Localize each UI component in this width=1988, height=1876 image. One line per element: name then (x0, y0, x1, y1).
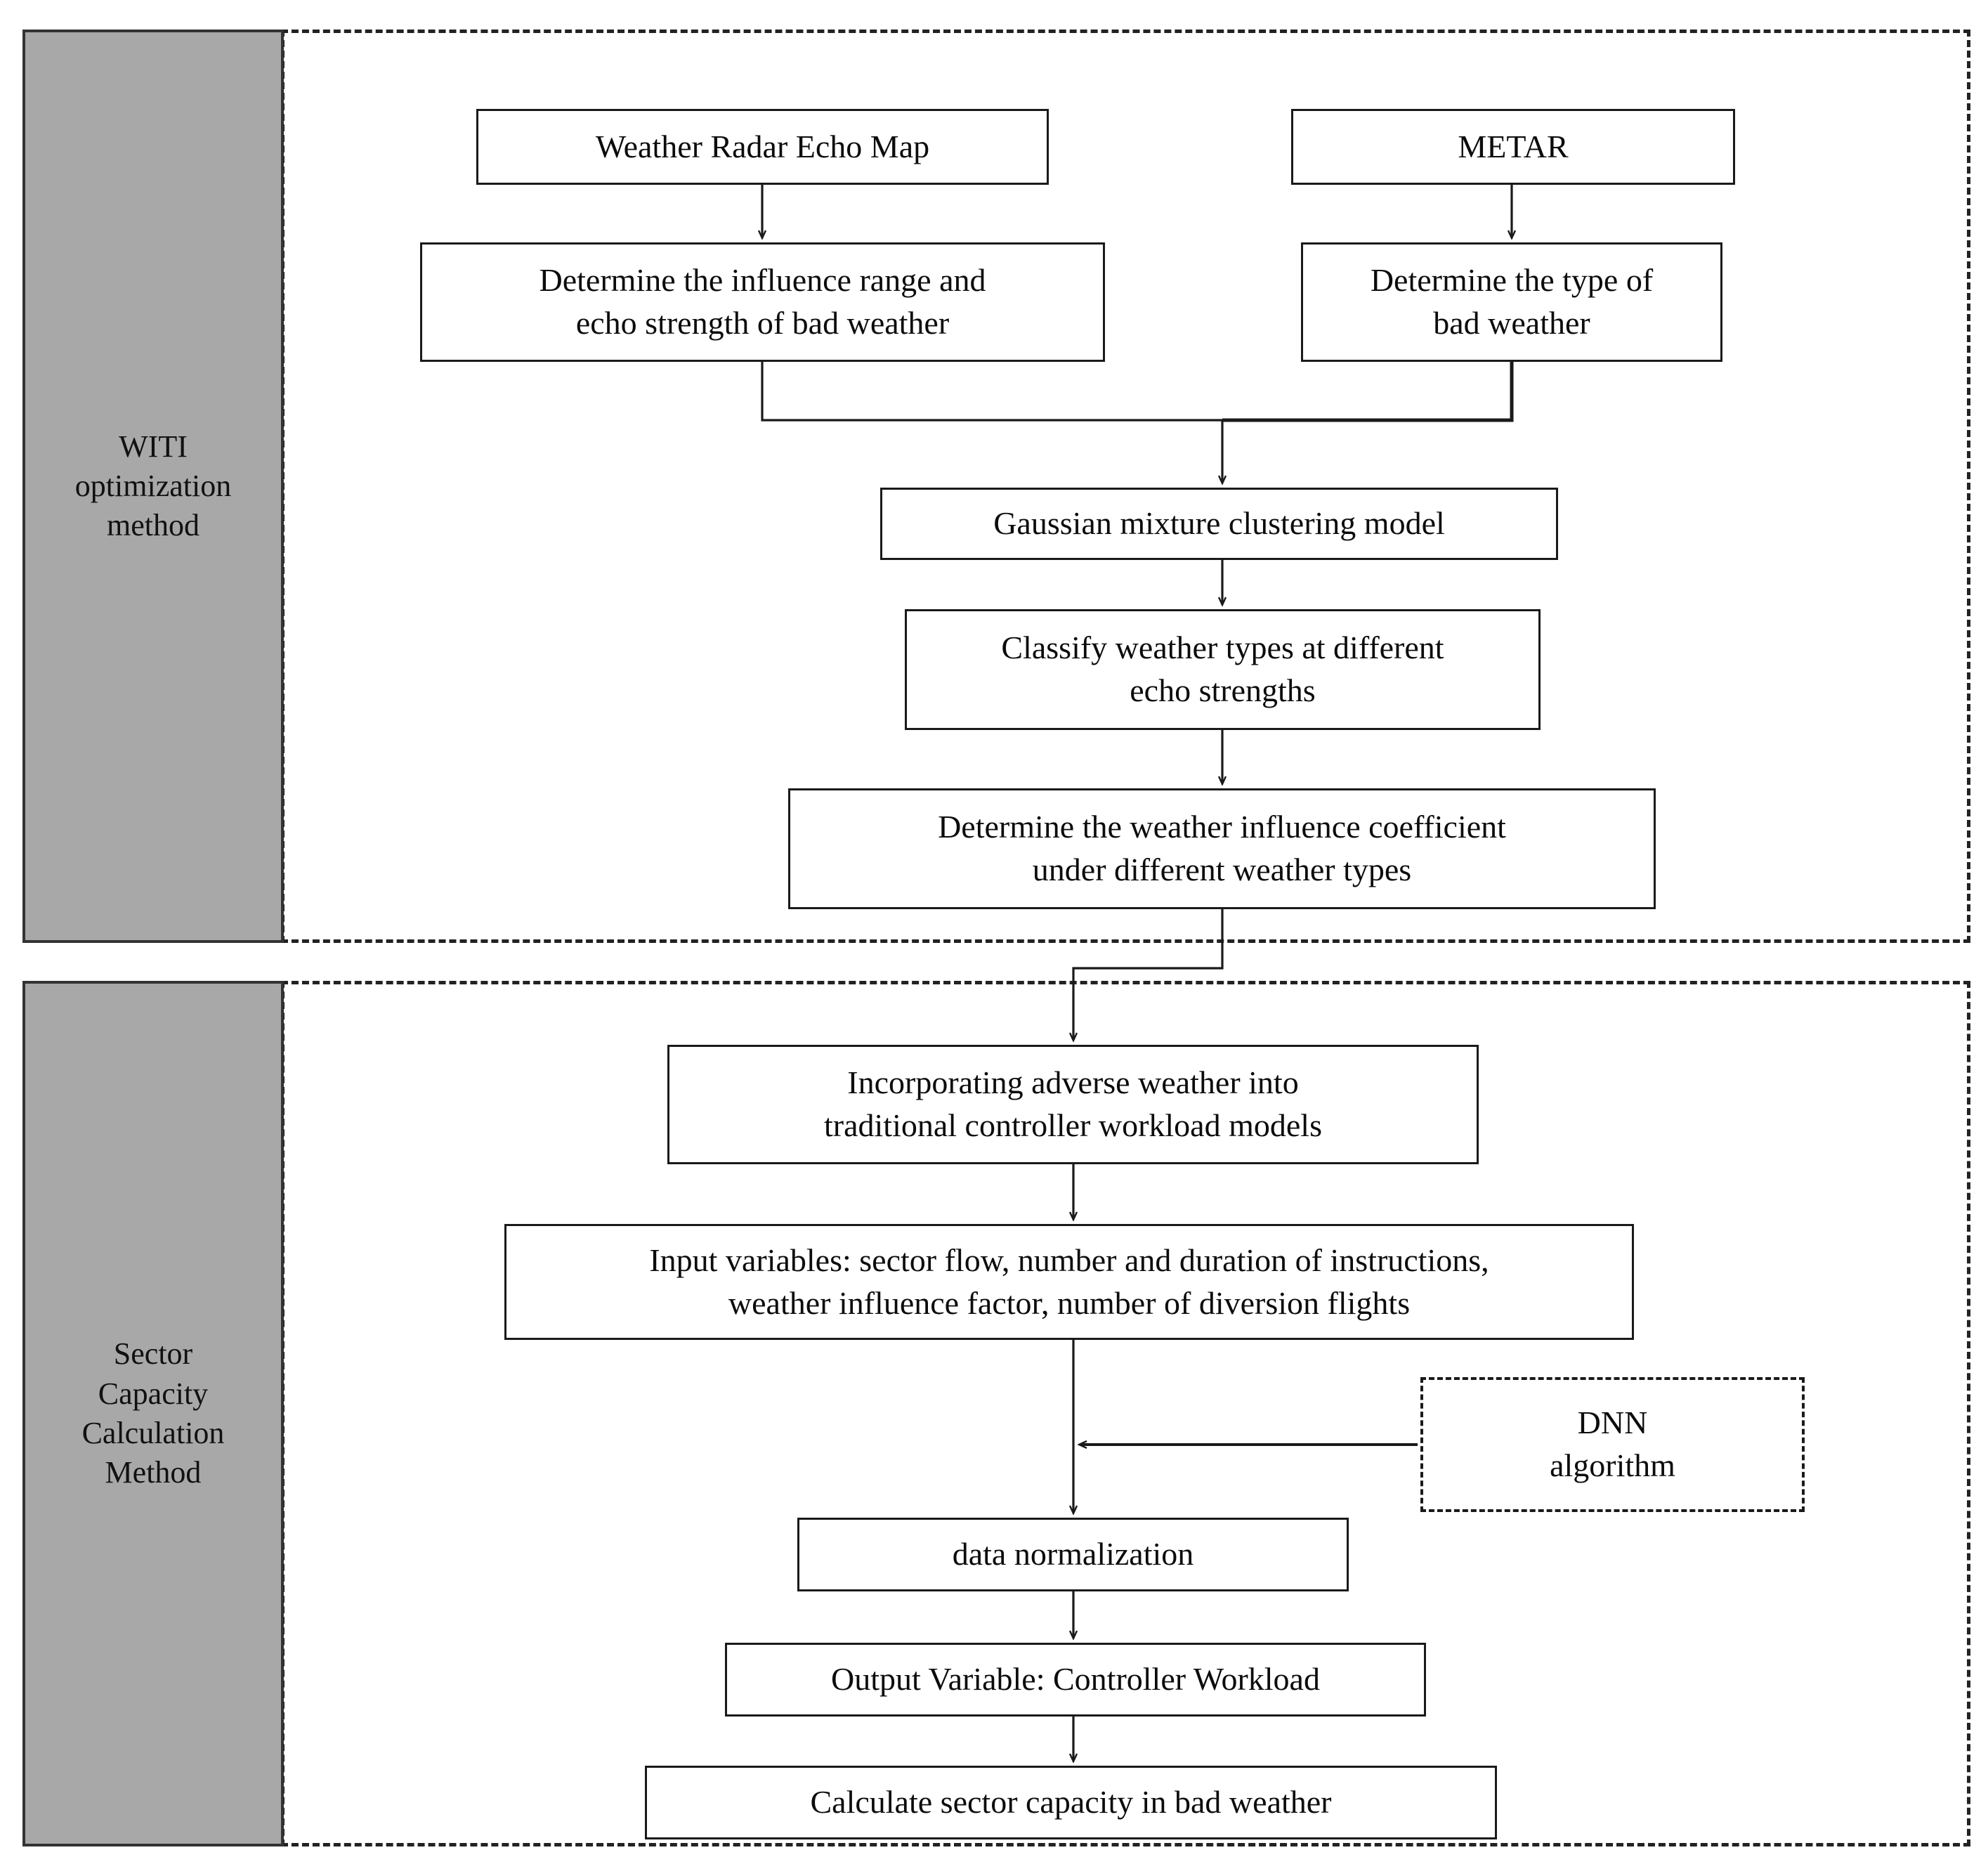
section-label-witi: WITI optimization method (22, 30, 284, 943)
node-output-variable-controller-workload[interactable]: Output Variable: Controller Workload (725, 1643, 1426, 1717)
node-input-variables[interactable]: Input variables: sector flow, number and… (504, 1224, 1634, 1340)
section-label-sector-capacity: Sector Capacity Calculation Method (22, 981, 284, 1846)
section-label-witi-text: WITI optimization method (74, 429, 232, 543)
node-gaussian-mixture-clustering-model-label: Gaussian mixture clustering model (993, 505, 1445, 542)
node-data-normalization[interactable]: data normalization (797, 1518, 1349, 1591)
node-determine-weather-type-label: Determine the type of bad weather (1370, 262, 1654, 341)
node-output-variable-controller-workload-label: Output Variable: Controller Workload (831, 1661, 1320, 1698)
node-incorporating-adverse-weather-label: Incorporating adverse weather into tradi… (824, 1064, 1322, 1143)
node-calculate-sector-capacity[interactable]: Calculate sector capacity in bad weather (645, 1766, 1497, 1839)
node-calculate-sector-capacity-label: Calculate sector capacity in bad weather (810, 1784, 1332, 1820)
node-gaussian-mixture-clustering-model[interactable]: Gaussian mixture clustering model (880, 488, 1558, 560)
node-incorporating-adverse-weather[interactable]: Incorporating adverse weather into tradi… (667, 1045, 1479, 1164)
node-determine-influence-range-label: Determine the influence range and echo s… (539, 262, 986, 341)
node-determine-influence-range[interactable]: Determine the influence range and echo s… (420, 242, 1105, 362)
node-classify-weather-types[interactable]: Classify weather types at different echo… (905, 609, 1541, 730)
node-data-normalization-label: data normalization (952, 1536, 1194, 1572)
node-weather-radar-echo-map-label: Weather Radar Echo Map (595, 128, 930, 164)
node-classify-weather-types-label: Classify weather types at different echo… (1001, 630, 1444, 708)
node-dnn-algorithm[interactable]: DNN algorithm (1420, 1377, 1805, 1512)
node-determine-weather-type[interactable]: Determine the type of bad weather (1301, 242, 1722, 362)
node-determine-weather-influence-coefficient-label: Determine the weather influence coeffici… (938, 809, 1506, 887)
node-determine-weather-influence-coefficient[interactable]: Determine the weather influence coeffici… (788, 788, 1656, 909)
node-weather-radar-echo-map[interactable]: Weather Radar Echo Map (476, 109, 1049, 185)
node-dnn-algorithm-label: DNN algorithm (1550, 1405, 1675, 1483)
node-metar-label: METAR (1458, 128, 1569, 164)
section-label-sector-capacity-text: Sector Capacity Calculation Method (81, 1336, 225, 1490)
node-metar[interactable]: METAR (1291, 109, 1735, 185)
node-input-variables-label: Input variables: sector flow, number and… (649, 1242, 1489, 1321)
